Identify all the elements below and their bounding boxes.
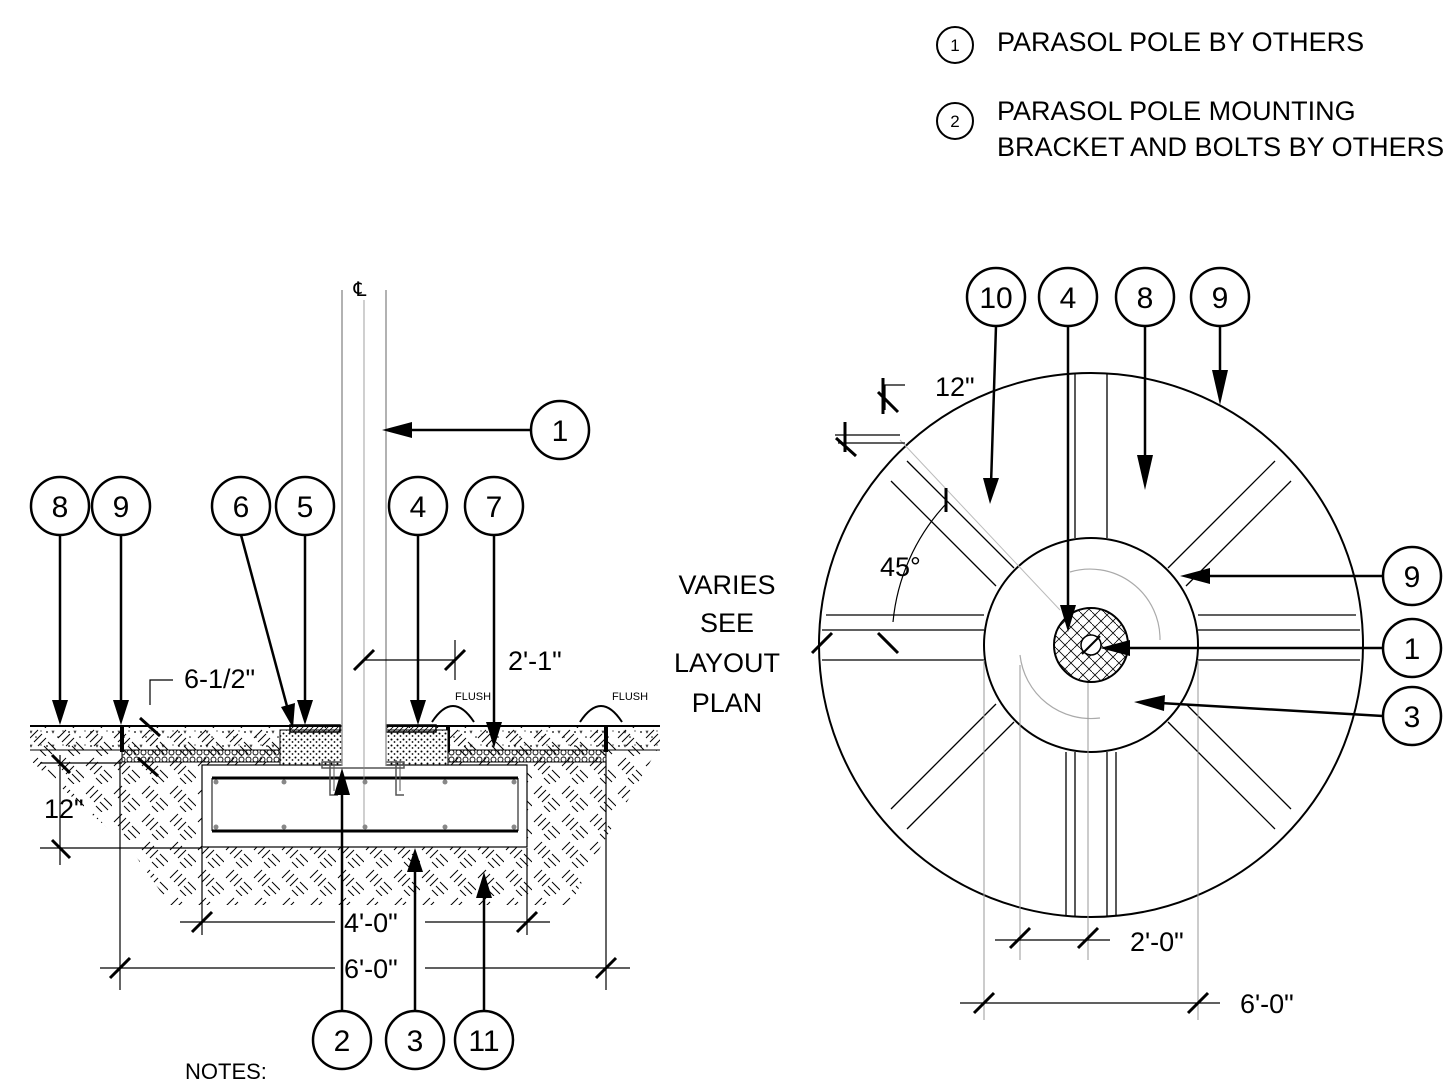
dim-footing-width: 4'-0" [344,908,398,938]
varies-note-line3: LAYOUT [674,648,780,678]
section-bubble-6: 6 [233,491,250,524]
finish-cap-right [385,724,437,733]
dim-inner-diameter: 2'-0" [1130,927,1184,957]
section-bubble-11: 11 [468,1025,499,1058]
dim-angle: 45° [880,552,921,582]
section-bubble-3: 3 [407,1025,424,1058]
legend: 1 PARASOL POLE BY OTHERS 2 PARASOL POLE … [936,26,1444,162]
legend-item-2: 2 PARASOL POLE MOUNTING BRACKET AND BOLT… [936,96,1444,162]
plan-bubble-4: 4 [1060,282,1077,315]
section-bubble-5: 5 [297,491,314,524]
varies-note-line2: SEE [700,608,754,638]
plan-bubble-right-9: 9 [1404,561,1421,594]
plan-bubble-8: 8 [1137,282,1154,315]
plan-bubble-right-3: 3 [1404,701,1421,734]
plan-view: 10 4 8 9 9 1 3 [674,266,1443,1020]
legend-item-1-number: 1 [950,36,959,55]
legend-item-2-number: 2 [950,112,959,131]
section-bubble-4: 4 [410,491,427,524]
centerline-symbol: ℄ [353,279,367,301]
dim-overall-width: 6'-0" [344,954,398,984]
section-bubble-8: 8 [52,491,69,524]
legend-item-2-line1: PARASOL POLE MOUNTING [997,96,1356,126]
varies-note-line1: VARIES [678,570,775,600]
section-bubble-pole: 1 [552,415,569,448]
section-bubble-9: 9 [113,491,130,524]
plan-bubble-9: 9 [1212,282,1229,315]
flush-label-right: FLUSH [612,691,648,703]
dim-paving-thickness: 6-1/2" [184,664,255,694]
finish-cap-left [289,724,341,733]
collar-concrete-left [279,729,343,767]
dim-band-width: 12" [935,372,975,402]
dim-footing-depth: 12" [44,794,84,824]
plan-bubble-10: 10 [979,282,1012,315]
dim-pole-offset: 2'-1" [508,646,562,676]
notes-heading: NOTES: [185,1059,267,1083]
legend-item-1-text: PARASOL POLE BY OTHERS [997,27,1364,57]
plan-bubble-right-1: 1 [1404,633,1421,666]
legend-item-2-line2: BRACKET AND BOLTS BY OTHERS [997,132,1444,162]
section-bubble-7: 7 [486,491,503,524]
section-view: ℄ 8 9 6 5 4 7 1 [29,279,660,1083]
varies-note-line4: PLAN [692,688,763,718]
dim-outer-diameter: 6'-0" [1240,989,1294,1019]
flush-label-left: FLUSH [455,691,491,703]
legend-item-1: 1 PARASOL POLE BY OTHERS [936,26,1364,64]
section-bubble-2: 2 [334,1025,351,1058]
